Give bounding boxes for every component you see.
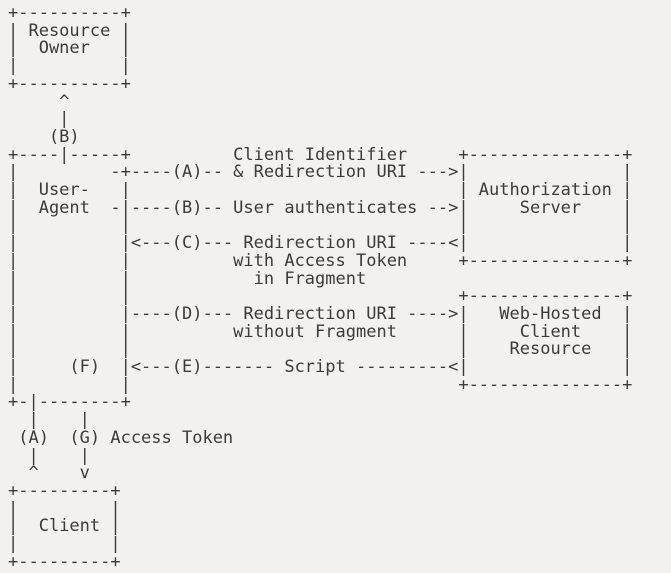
oauth-implicit-grant-flow-ascii-diagram: +----------+ | Resource | | Owner | | | … bbox=[8, 3, 633, 572]
plaintext-viewport: +----------+ | Resource | | Owner | | | … bbox=[8, 3, 633, 572]
